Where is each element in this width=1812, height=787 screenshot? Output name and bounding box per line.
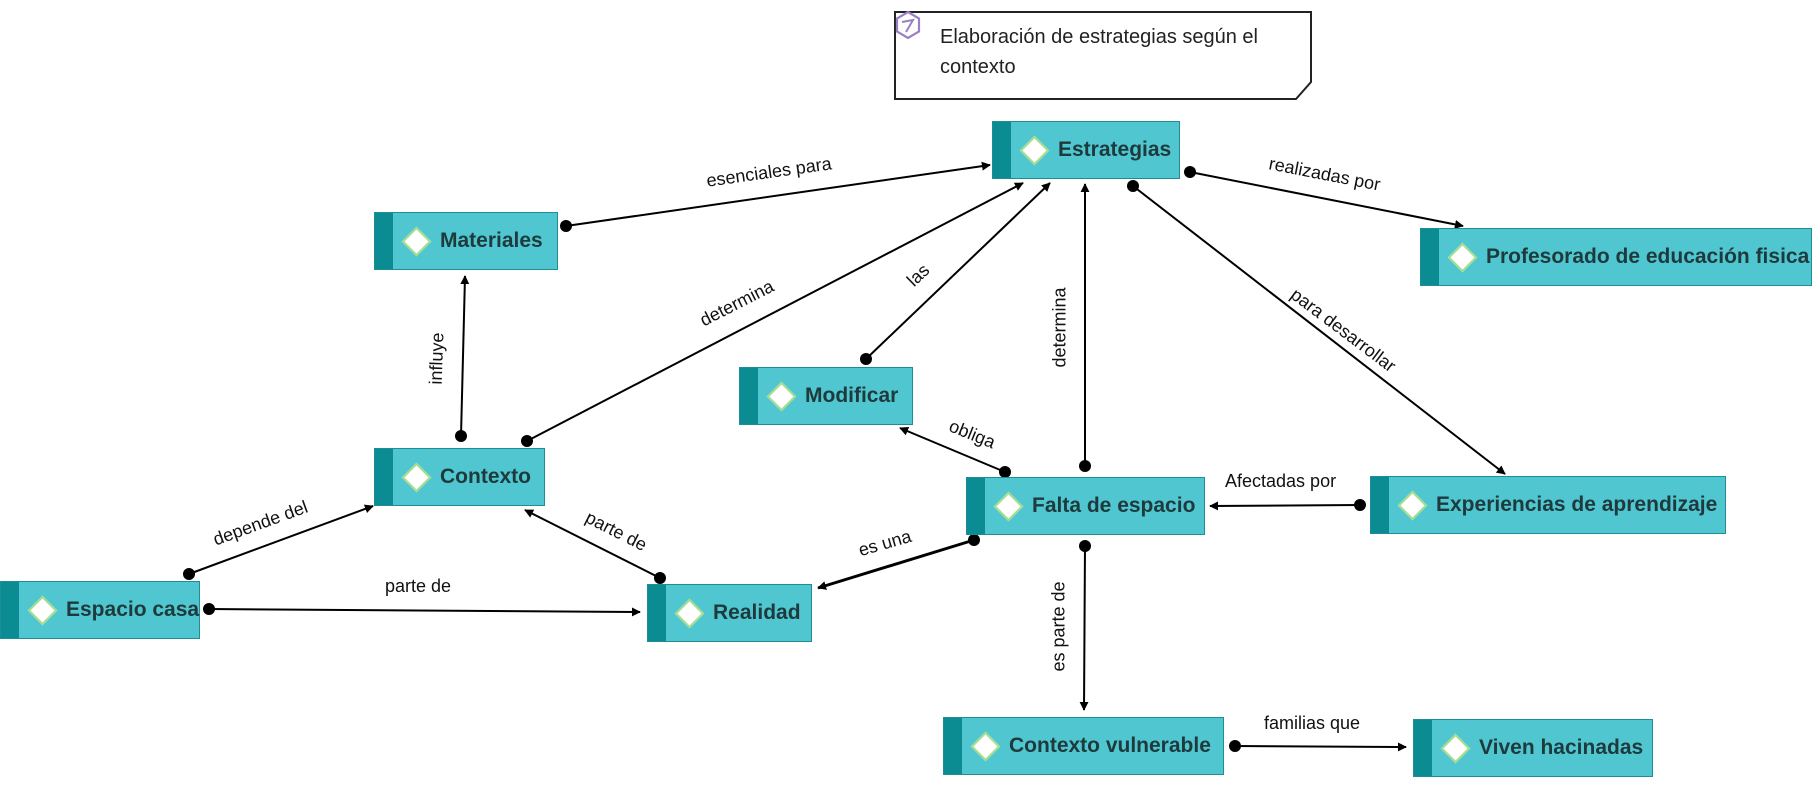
concept-map-icon <box>895 10 921 40</box>
node-label: Estrategias <box>1058 138 1172 161</box>
concept-diamond-icon <box>401 226 432 256</box>
link-label-determina-falta: determina <box>1049 287 1070 368</box>
edge-vulnerable-hacinadas <box>1234 742 1407 752</box>
node-label: Viven hacinadas <box>1479 736 1644 759</box>
concept-diamond-icon <box>1397 490 1428 520</box>
link-label-afectadas-por: Afectadas por <box>1225 471 1337 491</box>
node-label: Contexto vulnerable <box>1009 734 1211 757</box>
edge-falta-modificar <box>899 426 1006 473</box>
edge-materiales-estrategias <box>565 161 991 227</box>
node-label: Realidad <box>713 601 801 624</box>
edge-falta-vulnerable <box>1079 545 1089 711</box>
edge-casa-contexto <box>188 504 374 575</box>
concept-diamond-icon <box>1019 135 1050 165</box>
link-label-influye: influye <box>425 332 448 385</box>
edge-contexto-materiales <box>460 275 470 437</box>
node-profesorado[interactable]: Profesorado de educación fisica <box>1420 228 1812 286</box>
node-label: Profesorado de educación fisica <box>1486 245 1810 268</box>
node-label: Espacio casa <box>66 598 200 621</box>
link-label-familias-que: familias que <box>1264 713 1361 733</box>
node-estrategias[interactable]: Estrategias <box>992 121 1180 179</box>
edge-realidad-contexto <box>524 509 661 579</box>
node-label: Materiales <box>440 229 543 252</box>
diagram-title: Elaboración de estrategias según el cont… <box>940 26 1258 78</box>
node-viven-hacinadas[interactable]: Viven hacinadas <box>1413 719 1653 777</box>
concept-diamond-icon <box>1447 242 1478 272</box>
concept-diamond-icon <box>970 731 1001 761</box>
node-realidad[interactable]: Realidad <box>647 584 812 642</box>
title-box: Elaboración de estrategias según el cont… <box>893 10 1313 101</box>
edge-estrategias-profesorado <box>1189 171 1464 229</box>
link-label-parte-de-casa: parte de <box>385 576 452 596</box>
node-falta-de-espacio[interactable]: Falta de espacio <box>966 477 1205 535</box>
node-modificar[interactable]: Modificar <box>739 367 913 425</box>
concept-diamond-icon <box>401 462 432 492</box>
concept-diamond-icon <box>674 598 705 628</box>
node-label: Experiencias de aprendizaje <box>1436 493 1718 516</box>
edge-estrategias-experiencias <box>1132 185 1506 475</box>
node-label: Modificar <box>805 384 899 407</box>
concept-diamond-icon <box>993 491 1024 521</box>
edge-casa-realidad <box>208 607 641 617</box>
node-label: Contexto <box>440 465 531 488</box>
concept-diamond-icon <box>1440 733 1471 763</box>
concept-diamond-icon <box>27 595 58 625</box>
edge-falta-realidad <box>817 538 975 590</box>
node-label: Falta de espacio <box>1032 494 1196 517</box>
link-label-es-parte-de: es parte de <box>1048 581 1069 672</box>
node-contexto[interactable]: Contexto <box>374 448 545 506</box>
edge-experiencias-falta <box>1209 501 1361 511</box>
node-contexto-vulnerable[interactable]: Contexto vulnerable <box>943 717 1224 775</box>
concept-diamond-icon <box>766 381 797 411</box>
node-espacio-casa[interactable]: Espacio casa <box>0 581 200 639</box>
edge-contexto-estrategias <box>526 182 1024 442</box>
node-experiencias-de-aprendizaje[interactable]: Experiencias de aprendizaje <box>1370 476 1726 534</box>
edge-modificar-estrategias <box>865 182 1051 360</box>
node-materiales[interactable]: Materiales <box>374 212 558 270</box>
